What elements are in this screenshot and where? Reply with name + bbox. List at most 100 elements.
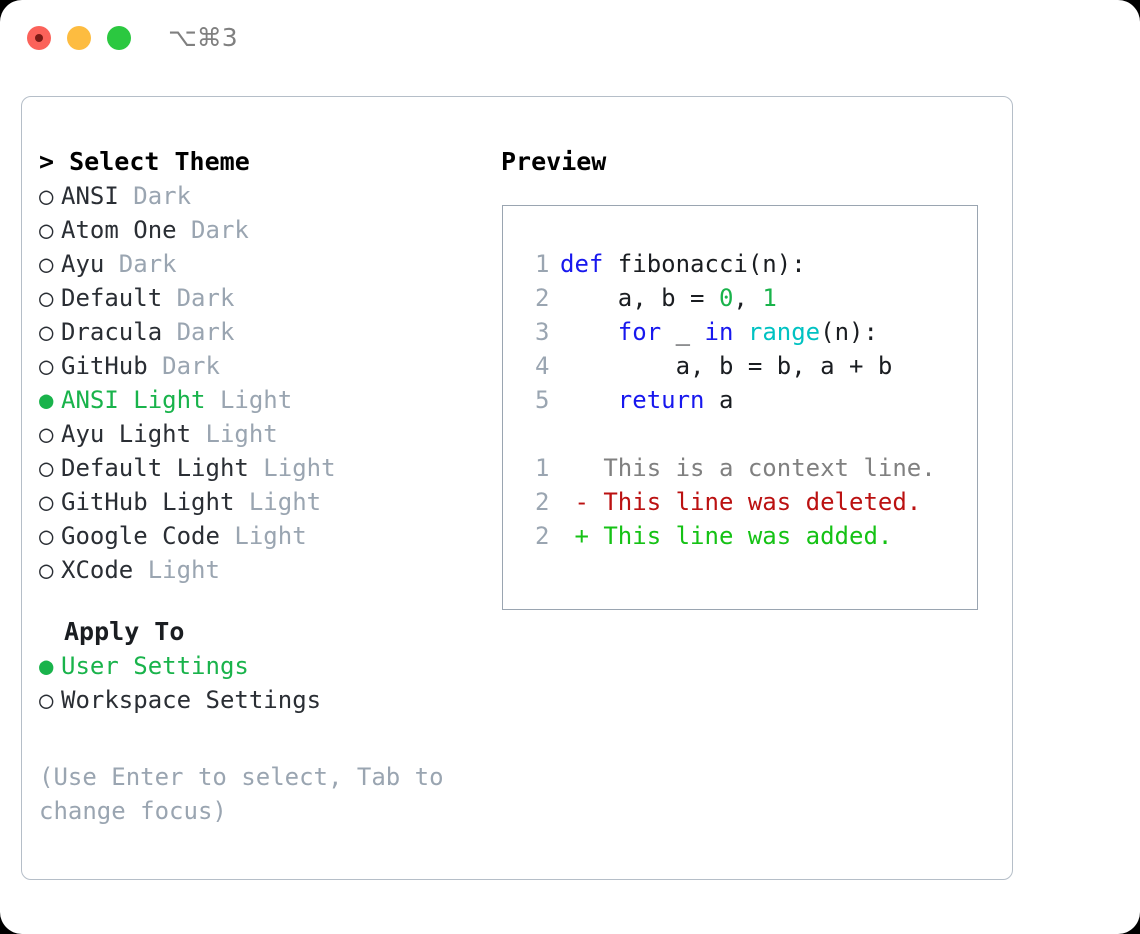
theme-option-name: Default <box>61 284 163 312</box>
radio-unselected-icon: ○ <box>39 318 54 346</box>
code-line: 1 def fibonacci(n): <box>535 247 936 281</box>
code-line: 5 return a <box>535 383 936 417</box>
radio-selected-icon: ● <box>39 386 54 414</box>
code-token: a <box>704 386 734 414</box>
code-token: range <box>747 318 821 346</box>
theme-option-name: GitHub Light <box>61 488 235 516</box>
theme-option-name: ANSI Light <box>61 386 206 414</box>
keyboard-shortcut-label: ⌥⌘3 <box>168 23 238 52</box>
theme-option-variant: Dark <box>176 216 249 244</box>
code-token: for <box>617 318 662 346</box>
title-bar: ⌥⌘3 <box>0 0 1140 78</box>
keyboard-hint: (Use Enter to select, Tab to change focu… <box>39 763 444 825</box>
diff-line: 2 - This line was deleted. <box>535 485 936 519</box>
theme-option-variant: Dark <box>104 250 177 278</box>
radio-unselected-icon: ○ <box>39 216 54 244</box>
maximize-window-button[interactable] <box>107 26 131 50</box>
radio-selected-icon: ● <box>39 652 54 680</box>
apply-to-option[interactable]: ○Workspace Settings <box>39 683 479 717</box>
code-line: 3 for _ in range(n): <box>535 315 936 349</box>
content-panel: > Select Theme ○ANSI Dark○Atom One Dark○… <box>21 96 1013 880</box>
theme-option-variant: Light <box>248 454 336 482</box>
close-window-button[interactable] <box>27 26 51 50</box>
diff-marker: + <box>560 522 604 550</box>
theme-option[interactable]: ○Google Code Light <box>39 519 479 553</box>
radio-unselected-icon: ○ <box>39 182 54 210</box>
diff-text: This is a context line. <box>603 454 936 482</box>
apply-to-option-label: User Settings <box>61 652 249 680</box>
code-token: a, b = <box>560 284 719 312</box>
theme-option[interactable]: ○Default Dark <box>39 281 479 315</box>
theme-option[interactable]: ○Ayu Light Light <box>39 417 479 451</box>
theme-option-variant: Dark <box>162 318 235 346</box>
theme-option-variant: Light <box>219 522 307 550</box>
apply-to-list: ●User Settings○Workspace Settings <box>39 649 479 717</box>
code-line-number: 3 <box>535 318 550 346</box>
theme-option[interactable]: ○GitHub Light Light <box>39 485 479 519</box>
theme-option-variant: Dark <box>147 352 220 380</box>
theme-option-variant: Dark <box>162 284 235 312</box>
code-token: , <box>733 284 763 312</box>
diff-text: This line was added. <box>603 522 893 550</box>
theme-option[interactable]: ○XCode Light <box>39 553 479 587</box>
diff-line-number: 2 <box>535 488 550 516</box>
code-token: return <box>617 386 705 414</box>
radio-unselected-icon: ○ <box>39 556 54 584</box>
apply-to-heading: Apply To <box>64 617 185 646</box>
theme-list: ○ANSI Dark○Atom One Dark○Ayu Dark○Defaul… <box>39 179 479 587</box>
code-line-number: 1 <box>535 250 550 278</box>
theme-option-variant: Dark <box>118 182 192 210</box>
diff-marker <box>560 454 603 482</box>
code-line: 2 a, b = 0, 1 <box>535 281 936 315</box>
code-line: 4 a, b = b, a + b <box>535 349 936 383</box>
preview-separator <box>535 417 936 451</box>
diff-line-number: 2 <box>535 522 550 550</box>
theme-option-name: ANSI <box>61 182 119 210</box>
theme-option-variant: Light <box>133 556 220 584</box>
code-line-number: 5 <box>535 386 550 414</box>
theme-option-variant: Light <box>205 386 293 414</box>
theme-option[interactable]: ○Ayu Dark <box>39 247 479 281</box>
diff-line-number: 1 <box>535 454 550 482</box>
theme-option-name: Google Code <box>61 522 220 550</box>
theme-option-name: Ayu Light <box>61 420 192 448</box>
theme-option[interactable]: ○GitHub Dark <box>39 349 479 383</box>
code-token: in <box>704 318 734 346</box>
theme-option[interactable]: ○Dracula Dark <box>39 315 479 349</box>
page-title: > Select Theme <box>39 145 479 179</box>
code-token: fibonacci(n): <box>603 250 806 278</box>
code-token <box>560 318 618 346</box>
radio-unselected-icon: ○ <box>39 250 54 278</box>
radio-unselected-icon: ○ <box>39 284 54 312</box>
radio-unselected-icon: ○ <box>39 352 54 380</box>
diff-marker: - <box>560 488 604 516</box>
theme-picker-column: > Select Theme ○ANSI Dark○Atom One Dark○… <box>39 145 479 717</box>
theme-option-name: XCode <box>61 556 134 584</box>
minimize-window-button[interactable] <box>67 26 91 50</box>
preview-column: Preview <box>501 145 606 179</box>
theme-option-variant: Light <box>191 420 278 448</box>
code-token: _ <box>661 318 705 346</box>
code-token: 1 <box>762 284 777 312</box>
theme-option-variant: Light <box>234 488 322 516</box>
apply-to-option-label: Workspace Settings <box>61 686 322 714</box>
theme-option-name: Default Light <box>61 454 249 482</box>
theme-option[interactable]: ○ANSI Dark <box>39 179 479 213</box>
radio-unselected-icon: ○ <box>39 488 54 516</box>
theme-option-name: Ayu <box>61 250 105 278</box>
theme-option[interactable]: ●ANSI Light Light <box>39 383 479 417</box>
apply-to-option[interactable]: ●User Settings <box>39 649 479 683</box>
preview-title: Preview <box>501 147 607 176</box>
theme-option[interactable]: ○Atom One Dark <box>39 213 479 247</box>
theme-option[interactable]: ○Default Light Light <box>39 451 479 485</box>
code-token: (n): <box>820 318 878 346</box>
code-token: def <box>560 250 604 278</box>
radio-unselected-icon: ○ <box>39 420 54 448</box>
diff-line: 2 + This line was added. <box>535 519 936 553</box>
theme-option-name: Atom One <box>61 216 177 244</box>
diff-line: 1 This is a context line. <box>535 451 936 485</box>
code-token <box>560 386 618 414</box>
